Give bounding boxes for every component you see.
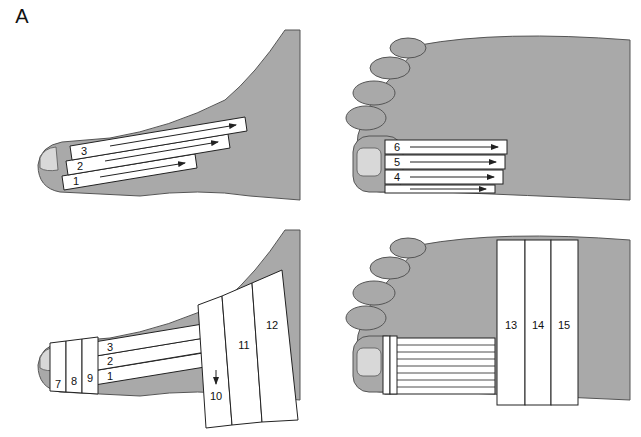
tape-strip <box>385 155 505 169</box>
direction-arrow <box>100 163 185 177</box>
toe <box>346 106 386 130</box>
callout-number: 3 <box>81 146 87 157</box>
dorsal-foot-panel <box>346 236 630 405</box>
callout-number: 6 <box>394 142 400 153</box>
direction-arrow <box>410 189 486 190</box>
callout-number: 14 <box>532 320 544 331</box>
tape-strip <box>385 170 503 184</box>
callout-number: 8 <box>71 376 77 387</box>
tape-strip <box>385 338 495 394</box>
anchor-band <box>383 336 390 394</box>
toenail <box>40 147 58 171</box>
direction-arrow <box>105 142 218 161</box>
callout-number: 1 <box>107 371 113 382</box>
toe <box>353 81 395 105</box>
toe <box>390 38 426 58</box>
anchor-band <box>525 240 551 405</box>
callout-number: 4 <box>394 172 400 183</box>
anchor-band <box>66 339 82 393</box>
callout-number: 12 <box>266 320 278 331</box>
callout-number: 13 <box>505 320 517 331</box>
panel-label: A <box>15 6 28 26</box>
callout-number: 1 <box>73 176 79 187</box>
callout-number: 10 <box>210 391 222 402</box>
tape-strip <box>70 117 247 160</box>
callout-number: 7 <box>55 379 61 390</box>
medial-foot-panel <box>38 30 300 200</box>
dorsal-foot-panel <box>346 36 630 200</box>
anchor-band <box>497 240 525 405</box>
callout-number: 5 <box>394 157 400 168</box>
callout-number: 2 <box>77 161 83 172</box>
direction-arrow <box>410 177 494 178</box>
tape-strip <box>385 185 495 193</box>
toe <box>370 57 410 79</box>
callout-number: 2 <box>107 356 113 367</box>
anchor-band <box>390 336 397 394</box>
anchor-band <box>50 341 66 392</box>
foot-silhouette <box>355 236 630 400</box>
direction-arrow <box>410 162 496 163</box>
toe <box>370 257 410 279</box>
callout-number: 3 <box>107 342 113 353</box>
foot-silhouette <box>355 36 630 200</box>
callout-number: 15 <box>558 320 570 331</box>
anchor-band <box>252 270 298 422</box>
anchor-band <box>82 337 98 394</box>
tape-strip <box>385 140 507 154</box>
toenail <box>357 348 381 376</box>
toe <box>346 306 386 330</box>
medial-foot-panel <box>38 230 300 428</box>
toenail <box>357 148 381 176</box>
callout-number: 9 <box>87 373 93 384</box>
strip-edges <box>385 345 495 387</box>
anchor-band <box>551 240 578 405</box>
direction-arrow <box>216 370 217 384</box>
direction-arrow <box>110 125 236 146</box>
toe <box>353 281 395 305</box>
callout-number: 11 <box>238 340 249 351</box>
foot-silhouette <box>38 30 300 200</box>
toe <box>390 238 426 258</box>
direction-arrow <box>410 147 498 148</box>
